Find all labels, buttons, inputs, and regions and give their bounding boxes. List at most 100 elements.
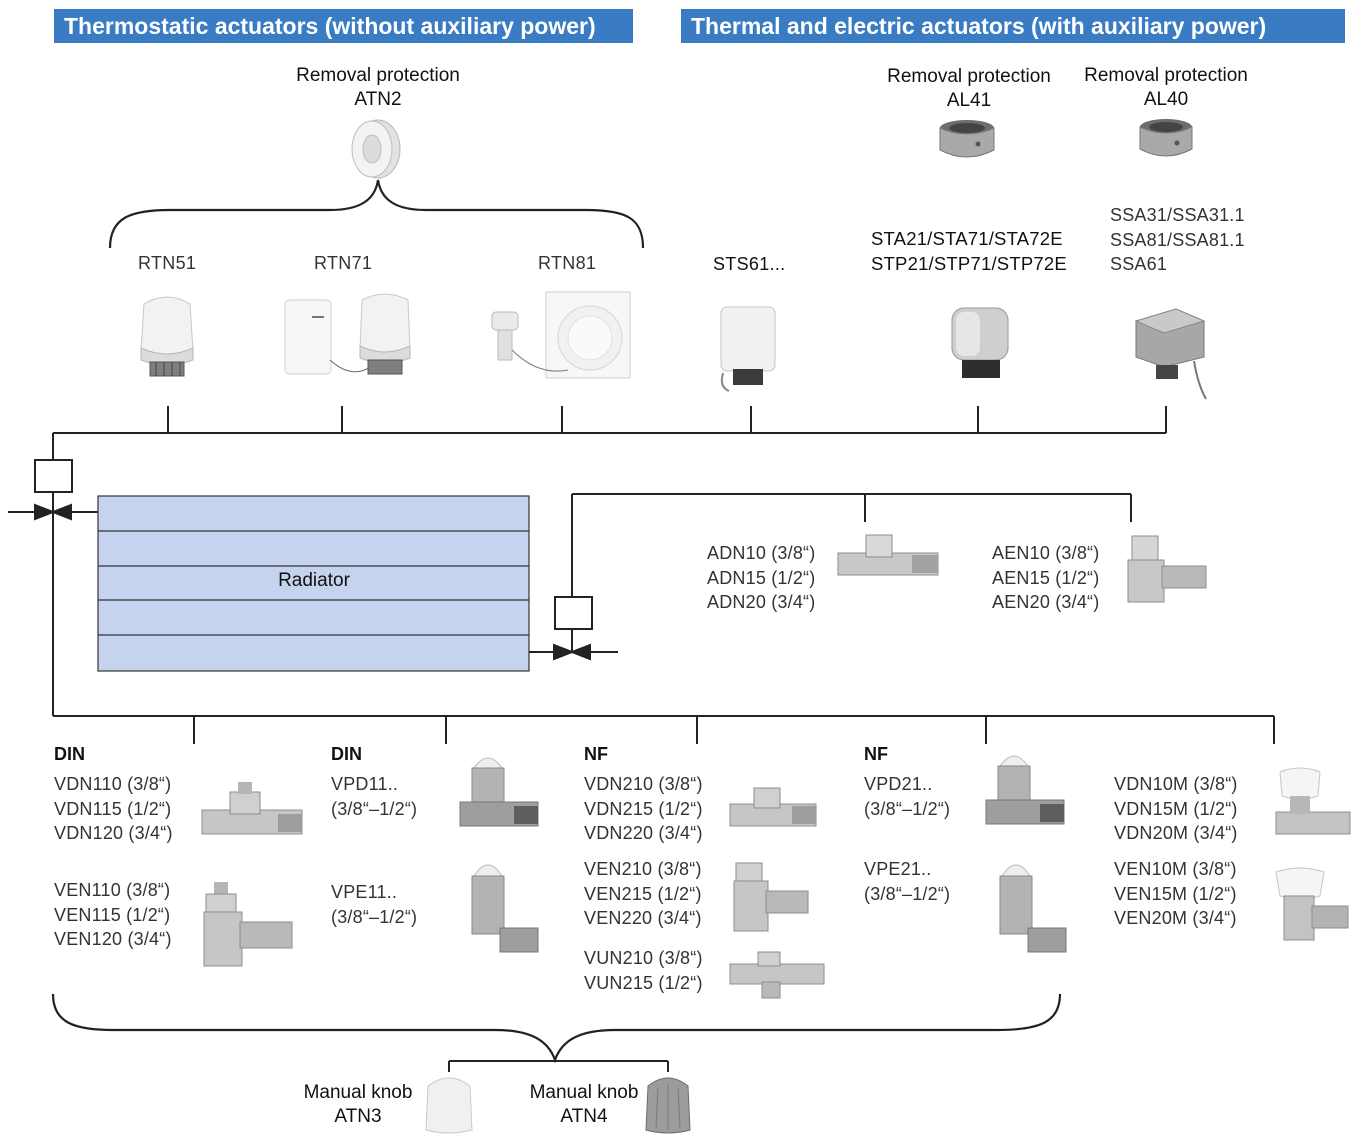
ven-angle-valve-icon: [203, 882, 293, 967]
valve-code: VDN10M (3/8“): [1114, 774, 1238, 794]
actuator-code: SSA61: [1110, 254, 1168, 274]
vdn2-straight-valve-icon: [729, 787, 817, 827]
valve-code: VEN110 (3/8“): [54, 880, 171, 900]
valve-code: VDN215 (1/2“): [584, 798, 703, 819]
valve-code: VEN15M (1/2“): [1114, 883, 1237, 904]
ssa-electromotive-actuator-icon: [1134, 308, 1207, 400]
valve-code: VPD21..: [864, 774, 933, 794]
valve-list-ven2xx: VEN210 (3/8“) VEN215 (1/2“) VEN220 (3/4“…: [584, 857, 702, 931]
valve-code: VDN115 (1/2“): [54, 798, 172, 819]
valve-code: ADN15 (1/2“): [707, 567, 816, 588]
actuator-label-rtn81: RTN81: [538, 253, 597, 273]
actuator-label-sta-stp: STA21/STA71/STA72E STP21/STP71/STP72E: [871, 227, 1067, 276]
radiator: [97, 495, 530, 672]
knob-title: Manual knob: [529, 1082, 639, 1103]
removal-code: ATN2: [354, 89, 402, 110]
removal-title: Removal protection: [1084, 65, 1248, 86]
removal-protection-atn2: Removal protection ATN2: [268, 64, 488, 112]
manual-knob-atn3-label: Manual knob ATN3: [288, 1081, 428, 1129]
removal-code: AL40: [1143, 89, 1189, 110]
header-with-aux-power: Thermal and electric actuators (with aux…: [681, 9, 1345, 43]
valve-code: VDN110 (3/8“): [54, 774, 172, 794]
valve-list-venxxm: VEN10M (3/8“) VEN15M (1/2“) VEN20M (3/4“…: [1114, 857, 1237, 931]
valve-code: VEN115 (1/2“): [54, 904, 171, 925]
radiator-label: Radiator: [278, 570, 350, 591]
valve-code: VDN120 (3/4“): [54, 823, 173, 843]
lockshield-aen-list: AEN10 (3/8“) AEN15 (1/2“) AEN20 (3/4“): [992, 541, 1099, 615]
rtn81-remote-setpoint-icon: [491, 291, 631, 379]
valve-list-vpd21: VPD21.. (3/8“–1/2“): [864, 772, 950, 821]
valve-code: VDN15M (1/2“): [1114, 798, 1238, 819]
al41-ring-icon: [939, 120, 995, 158]
valve-code: VEN215 (1/2“): [584, 883, 702, 904]
atn2-ring-icon: [351, 119, 401, 179]
valve-code: VEN20M (3/4“): [1114, 908, 1237, 928]
vun-valve-icon: [729, 951, 825, 999]
removal-title: Removal protection: [887, 66, 1051, 87]
vdnm-straight-valve-icon: [1275, 767, 1351, 835]
valve-code: VDN20M (3/4“): [1114, 823, 1238, 843]
knob-code: ATN4: [560, 1106, 608, 1127]
valve-code: (3/8“–1/2“): [864, 798, 951, 819]
valve-code: (3/8“–1/2“): [331, 906, 418, 927]
valve-list-vpe21: VPE21.. (3/8“–1/2“): [864, 857, 950, 906]
removal-protection-al40: Removal protection AL40: [1066, 64, 1266, 112]
actuator-label-rtn71: RTN71: [314, 253, 373, 273]
manual-knob-atn4-label: Manual knob ATN4: [514, 1081, 654, 1129]
removal-protection-al41: Removal protection AL41: [869, 65, 1069, 113]
valve-code: VDN220 (3/4“): [584, 823, 703, 843]
valve-list-vpe11: VPE11.. (3/8“–1/2“): [331, 880, 417, 929]
valve-list-vun2xx: VUN210 (3/8“) VUN215 (1/2“): [584, 946, 703, 995]
removal-code: AL41: [946, 90, 992, 111]
valve-list-ven1xx: VEN110 (3/8“) VEN115 (1/2“) VEN120 (3/4“…: [54, 878, 172, 952]
valve-code: VEN120 (3/4“): [54, 929, 172, 949]
atn4-knob-icon: [645, 1077, 691, 1134]
valve-code: VUN210 (3/8“): [584, 948, 703, 968]
valve-code: VUN215 (1/2“): [584, 972, 703, 993]
valve-list-vdn1xx: VDN110 (3/8“) VDN115 (1/2“) VDN120 (3/4“…: [54, 772, 173, 846]
knob-code: ATN3: [334, 1106, 382, 1127]
venm-angle-valve-icon: [1275, 867, 1349, 941]
valve-code: VEN10M (3/8“): [1114, 859, 1237, 879]
valve-list-vdnxxm: VDN10M (3/8“) VDN15M (1/2“) VDN20M (3/4“…: [1114, 772, 1238, 846]
lockshield-adn-list: ADN10 (3/8“) ADN15 (1/2“) ADN20 (3/4“): [707, 541, 815, 615]
rtn51-thermostatic-head-icon: [140, 296, 194, 377]
valve-heading-nf: NF: [864, 744, 888, 764]
header-without-aux-power: Thermostatic actuators (without auxiliar…: [54, 9, 633, 43]
actuator-code: STA21/STA71/STA72E: [871, 228, 1063, 249]
valve-code: ADN10 (3/8“): [707, 543, 816, 563]
valve-code: (3/8“–1/2“): [864, 883, 951, 904]
valve-code: VPE21..: [864, 859, 932, 879]
rtn71-thermostatic-head-icon: [284, 293, 411, 375]
actuator-code: STP21/STP71/STP72E: [871, 252, 1067, 274]
removal-title: Removal protection: [296, 65, 460, 86]
vdn-straight-valve-icon: [201, 782, 303, 835]
knob-title: Manual knob: [303, 1082, 413, 1103]
valve-code: VPD11..: [331, 774, 399, 794]
valve-code: VEN220 (3/4“): [584, 908, 702, 928]
vpe2-angle-valve-icon: [999, 864, 1067, 953]
valve-heading-nf: NF: [584, 744, 608, 764]
valve-heading-din: DIN: [54, 744, 85, 764]
actuator-code: SSA81/SSA81.1: [1110, 229, 1245, 250]
vpd2-straight-valve-icon: [985, 755, 1065, 825]
valve-code: AEN10 (3/8“): [992, 543, 1100, 563]
valve-code: AEN15 (1/2“): [992, 567, 1100, 588]
valve-code: ADN20 (3/4“): [707, 592, 816, 612]
sta-stp-thermal-actuator-icon: [951, 307, 1009, 378]
vpe-angle-valve-icon: [471, 864, 539, 953]
atn3-knob-icon: [425, 1077, 473, 1134]
valve-list-vdn2xx: VDN210 (3/8“) VDN215 (1/2“) VDN220 (3/4“…: [584, 772, 703, 846]
aen-angle-lockshield-icon: [1127, 535, 1207, 603]
actuator-label-ssa: SSA31/SSA31.1 SSA81/SSA81.1 SSA61: [1110, 203, 1245, 277]
adn-straight-lockshield-icon: [837, 534, 939, 576]
valve-code: (3/8“–1/2“): [331, 798, 418, 819]
valve-code: VDN210 (3/8“): [584, 774, 703, 794]
actuator-code: SSA31/SSA31.1: [1110, 205, 1245, 225]
ven2-angle-valve-icon: [733, 862, 809, 932]
valve-heading-din: DIN: [331, 744, 362, 764]
al40-ring-icon: [1139, 119, 1193, 157]
sts61-thermal-actuator-icon: [720, 306, 776, 392]
vpd-straight-valve-icon: [459, 757, 539, 827]
